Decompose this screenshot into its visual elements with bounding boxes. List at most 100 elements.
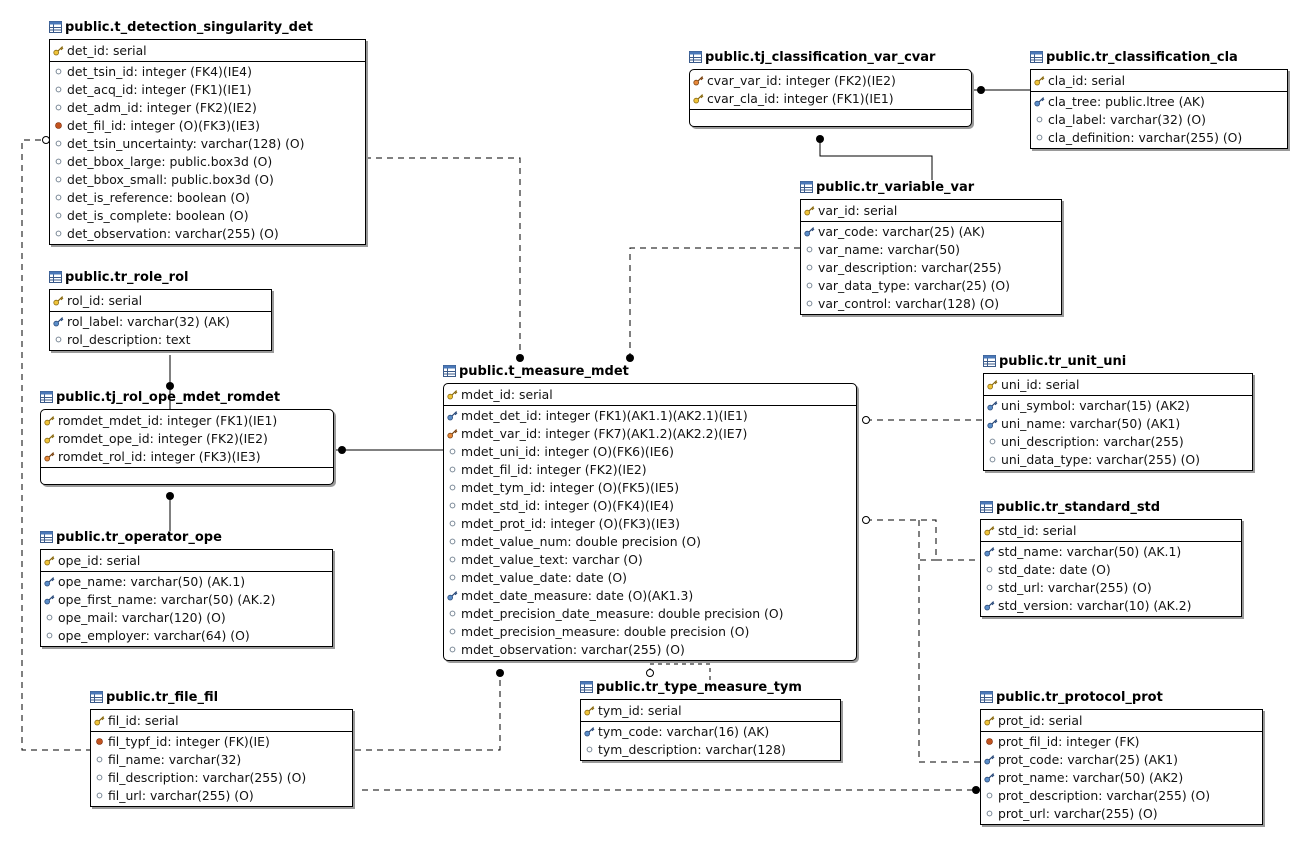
table-icon	[980, 501, 993, 513]
entity-title[interactable]: public.tj_rol_ope_mdet_romdet	[40, 389, 280, 407]
nullable-dot-icon	[984, 564, 995, 575]
entity-title[interactable]: public.tr_file_fil	[90, 689, 218, 707]
table-icon	[983, 355, 996, 367]
column-label: var_code: varchar(25) (AK)	[818, 224, 985, 239]
key-icon	[804, 205, 815, 216]
rel-std-mdet	[866, 519, 980, 561]
column-row: cla_tree: public.ltree (AK)	[1034, 93, 1284, 111]
nullable-dot-icon	[447, 518, 458, 529]
column-label: prot_name: varchar(50) (AK2)	[998, 770, 1184, 785]
nullable-dot-icon	[447, 644, 458, 655]
column-row: cvar_var_id: integer (FK2)(IE2)	[693, 72, 968, 90]
nullable-dot-icon	[987, 454, 998, 465]
attribute-section: mdet_det_id: integer (FK1)(AK1.1)(AK2.1)…	[444, 406, 856, 660]
column-row: mdet_fil_id: integer (FK2)(IE2)	[447, 461, 853, 479]
entity-title[interactable]: public.t_measure_mdet	[443, 363, 629, 381]
column-label: mdet_fil_id: integer (FK2)(IE2)	[461, 462, 647, 477]
entity-title[interactable]: public.tr_variable_var	[800, 179, 974, 197]
entity-title[interactable]: public.tr_operator_ope	[40, 529, 222, 547]
attribute-section: tym_code: varchar(16) (AK) tym_descriptio…	[581, 722, 840, 760]
nullable-dot-icon	[53, 228, 64, 239]
primary-key-section: det_id: serial	[50, 40, 365, 62]
column-row: ope_first_name: varchar(50) (AK.2)	[44, 591, 329, 609]
column-label: cvar_cla_id: integer (FK1)(IE1)	[707, 91, 894, 106]
attribute-section: var_code: varchar(25) (AK) var_name: varc…	[801, 222, 1061, 314]
column-label: rol_label: varchar(32) (AK)	[67, 314, 230, 329]
column-label: romdet_rol_id: integer (FK3)(IE3)	[58, 449, 261, 464]
primary-key-section: cla_id: serial	[1031, 70, 1287, 92]
column-row: var_name: varchar(50)	[804, 241, 1058, 259]
entity-title[interactable]: public.t_detection_singularity_det	[49, 19, 313, 37]
primary-key-section: fil_id: serial	[91, 710, 352, 732]
entity-box[interactable]: romdet_mdet_id: integer (FK1)(IE1)romdet…	[40, 409, 334, 485]
fk-key-icon	[693, 75, 704, 86]
entity-title[interactable]: public.tj_classification_var_cvar	[689, 49, 935, 67]
nullable-dot-icon	[94, 790, 105, 801]
entity-title-text: public.t_detection_singularity_det	[65, 20, 313, 35]
column-row: prot_description: varchar(255) (O)	[984, 787, 1259, 805]
column-row: mdet_date_measure: date (O)(AK1.3)	[447, 587, 853, 605]
column-row: mdet_precision_date_measure: double prec…	[447, 605, 853, 623]
entity-title-text: public.tr_unit_uni	[999, 354, 1127, 369]
table-icon	[980, 691, 993, 703]
column-label: std_name: varchar(50) (AK.1)	[998, 544, 1182, 559]
nullable-dot-icon	[53, 192, 64, 203]
column-row: uni_id: serial	[987, 376, 1249, 394]
column-row: tym_description: varchar(128)	[584, 741, 837, 759]
entity-title[interactable]: public.tr_unit_uni	[983, 353, 1126, 371]
entity-title[interactable]: public.tr_type_measure_tym	[580, 679, 802, 697]
column-row: std_name: varchar(50) (AK.1)	[984, 543, 1238, 561]
key-icon	[53, 295, 64, 306]
entity-title-text: public.tr_standard_std	[996, 500, 1161, 515]
column-label: det_tsin_uncertainty: varchar(128) (O)	[67, 136, 305, 151]
column-row: mdet_var_id: integer (FK7)(AK1.2)(AK2.2)…	[447, 425, 853, 443]
column-label: ope_id: serial	[58, 553, 141, 568]
nullable-dot-icon	[53, 334, 64, 345]
column-row: det_is_complete: boolean (O)	[53, 207, 362, 225]
alt-key-icon	[984, 600, 995, 611]
entity-title[interactable]: public.tr_standard_std	[980, 499, 1160, 517]
column-label: ope_mail: varchar(120) (O)	[58, 610, 226, 625]
nullable-dot-icon	[447, 464, 458, 475]
nullable-dot-icon	[584, 744, 595, 755]
column-row: cla_label: varchar(32) (O)	[1034, 111, 1284, 129]
entity-box[interactable]: cvar_var_id: integer (FK2)(IE2) cvar_cla_…	[689, 69, 972, 127]
nullable-dot-icon	[53, 102, 64, 113]
column-row: det_id: serial	[53, 42, 362, 60]
column-label: det_adm_id: integer (FK2)(IE2)	[67, 100, 257, 115]
column-label: fil_id: serial	[108, 713, 179, 728]
column-row: fil_url: varchar(255) (O)	[94, 787, 349, 805]
entity-title[interactable]: public.tr_protocol_prot	[980, 689, 1163, 707]
entity-box[interactable]: uni_id: serial uni_symbol: varchar(15) (A…	[983, 373, 1253, 471]
rel-tym-mdet	[649, 663, 711, 680]
entity-title[interactable]: public.tr_role_rol	[49, 269, 188, 287]
nullable-dot-icon	[447, 554, 458, 565]
entity-title-text: public.tr_operator_ope	[56, 530, 222, 545]
column-label: uni_data_type: varchar(255) (O)	[1001, 452, 1201, 467]
column-label: mdet_precision_measure: double precision…	[461, 624, 750, 639]
nullable-dot-icon	[53, 138, 64, 149]
entity-box[interactable]: ope_id: serial ope_name: varchar(50) (AK.…	[40, 549, 333, 647]
column-label: uni_name: varchar(50) (AK1)	[1001, 416, 1181, 431]
entity-title-text: public.tr_classification_cla	[1046, 50, 1238, 65]
column-row: det_bbox_large: public.box3d (O)	[53, 153, 362, 171]
column-label: var_id: serial	[818, 203, 898, 218]
entity-box[interactable]: var_id: serial var_code: varchar(25) (AK)…	[800, 199, 1062, 315]
entity-title[interactable]: public.tr_classification_cla	[1030, 49, 1238, 67]
nullable-dot-icon	[44, 630, 55, 641]
column-label: cvar_var_id: integer (FK2)(IE2)	[707, 73, 896, 88]
column-label: tym_code: varchar(16) (AK)	[598, 724, 770, 739]
column-row: fil_id: serial	[94, 712, 349, 730]
alt-key-icon	[984, 772, 995, 783]
attribute-section: ope_name: varchar(50) (AK.1)ope_first_na…	[41, 572, 332, 646]
column-label: uni_symbol: varchar(15) (AK2)	[1001, 398, 1190, 413]
